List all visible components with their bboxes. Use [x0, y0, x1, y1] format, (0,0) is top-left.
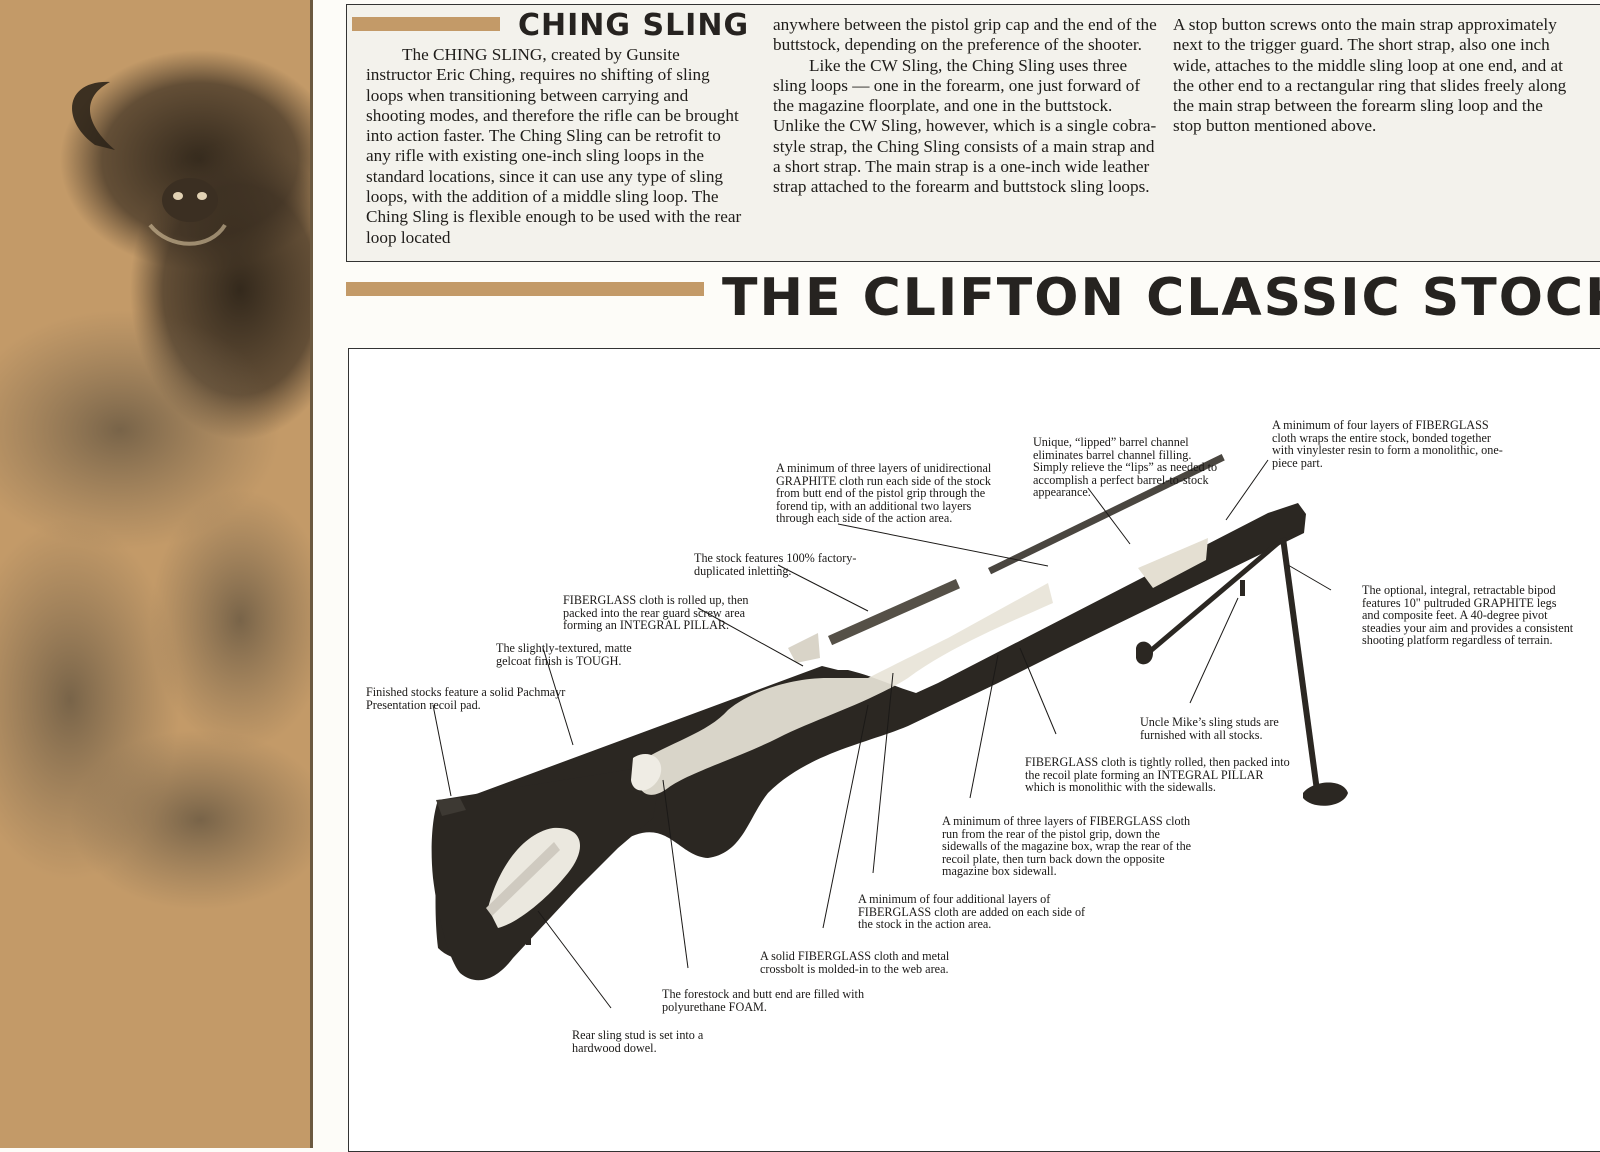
callout-rear-pillar: FIBERGLASS cloth is rolled up, then pack…	[563, 593, 749, 633]
rifle-stock-diagram	[431, 454, 1348, 1009]
ching-sling-box	[346, 4, 1600, 262]
callout-rear-stud: Rear sling stud is set into a hardwood d…	[572, 1028, 704, 1055]
callout-mag-box: A minimum of three layers of FIBERGLASS …	[942, 814, 1192, 879]
ching-sling-heading: CHING SLING	[518, 8, 750, 43]
callout-lipped-channel: Unique, “lipped” barrel channel eliminat…	[1033, 435, 1218, 500]
barrel-channel	[988, 454, 1225, 575]
bipod-leg-1	[1280, 537, 1321, 799]
bipod-foot-1	[1303, 782, 1348, 806]
dowel	[486, 842, 560, 916]
callout-foam: The forestock and butt end are filled wi…	[662, 987, 865, 1014]
panel-divider	[310, 0, 313, 1148]
callout-bipod: The optional, integral, retractable bipo…	[1362, 583, 1574, 648]
callout-gelcoat: The slightly-textured, matte gelcoat fin…	[496, 641, 632, 668]
title-bar	[346, 282, 704, 296]
front-sling-stud	[1240, 580, 1245, 596]
rear-sling-stud	[526, 928, 531, 945]
clifton-title: THE CLIFTON CLASSIC STOCK	[722, 268, 1600, 328]
callout-inletting: The stock features 100% factory-duplicat…	[694, 551, 857, 578]
bipod-foot-2	[1136, 641, 1153, 665]
callout-sling-studs: Uncle Mike’s sling studs are furnished w…	[1140, 715, 1279, 742]
fiberglass-cutaway-action	[788, 633, 820, 663]
callout-four-fiberglass: A minimum of four layers of FIBERGLASS c…	[1272, 418, 1503, 470]
heading-bar	[352, 17, 500, 31]
ching-col-2: anywhere between the pistol grip cap and…	[773, 15, 1158, 198]
buffalo-illustration	[0, 50, 310, 910]
callout-crossbolt: A solid FIBERGLASS cloth and metal cross…	[760, 949, 950, 976]
stock-diagram-box	[348, 348, 1600, 1152]
callout-recoil-pillar: FIBERGLASS cloth is tightly rolled, then…	[1025, 755, 1290, 795]
fiberglass-cutaway-grip-cap	[631, 754, 662, 791]
ching-col-2-text-a: anywhere between the pistol grip cap and…	[773, 15, 1157, 55]
ching-col-2-text-b: Like the CW Sling, the Ching Sling uses …	[773, 55, 1157, 197]
ching-col-3: A stop button screws onto the main strap…	[1173, 15, 1568, 137]
callout-three-graphite: A minimum of three layers of unidirectio…	[776, 461, 992, 526]
ching-col-3-text: A stop button screws onto the main strap…	[1173, 15, 1567, 136]
recoil-pad	[436, 798, 466, 816]
fiberglass-cutaway-grip	[637, 583, 1053, 795]
callout-action-area: A minimum of four additional layers of F…	[858, 892, 1086, 932]
bipod-leg-2	[1146, 541, 1280, 655]
callout-recoil-pad: Finished stocks feature a solid Pachmayr…	[366, 685, 566, 712]
fiberglass-cutaway-forend	[1138, 538, 1208, 588]
rifle-stock-shape	[435, 503, 1307, 960]
action-inlet	[828, 579, 960, 646]
ching-col-1: The CHING SLING, created by Gunsite inst…	[366, 45, 748, 248]
buffalo-illustration-panel	[0, 0, 310, 1148]
callout-leaders	[432, 459, 1332, 1009]
ching-col-1-text: The CHING SLING, created by Gunsite inst…	[366, 45, 742, 247]
